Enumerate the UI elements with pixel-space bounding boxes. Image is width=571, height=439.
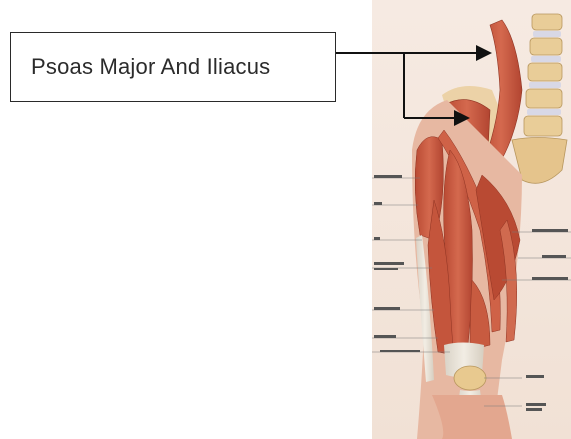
patella [454, 366, 486, 390]
lower-leg [432, 395, 512, 439]
label-callout-box: Psoas Major And Iliacus [10, 32, 336, 102]
anatomy-illustration [372, 0, 571, 439]
callout-label-text: Psoas Major And Iliacus [31, 54, 270, 80]
